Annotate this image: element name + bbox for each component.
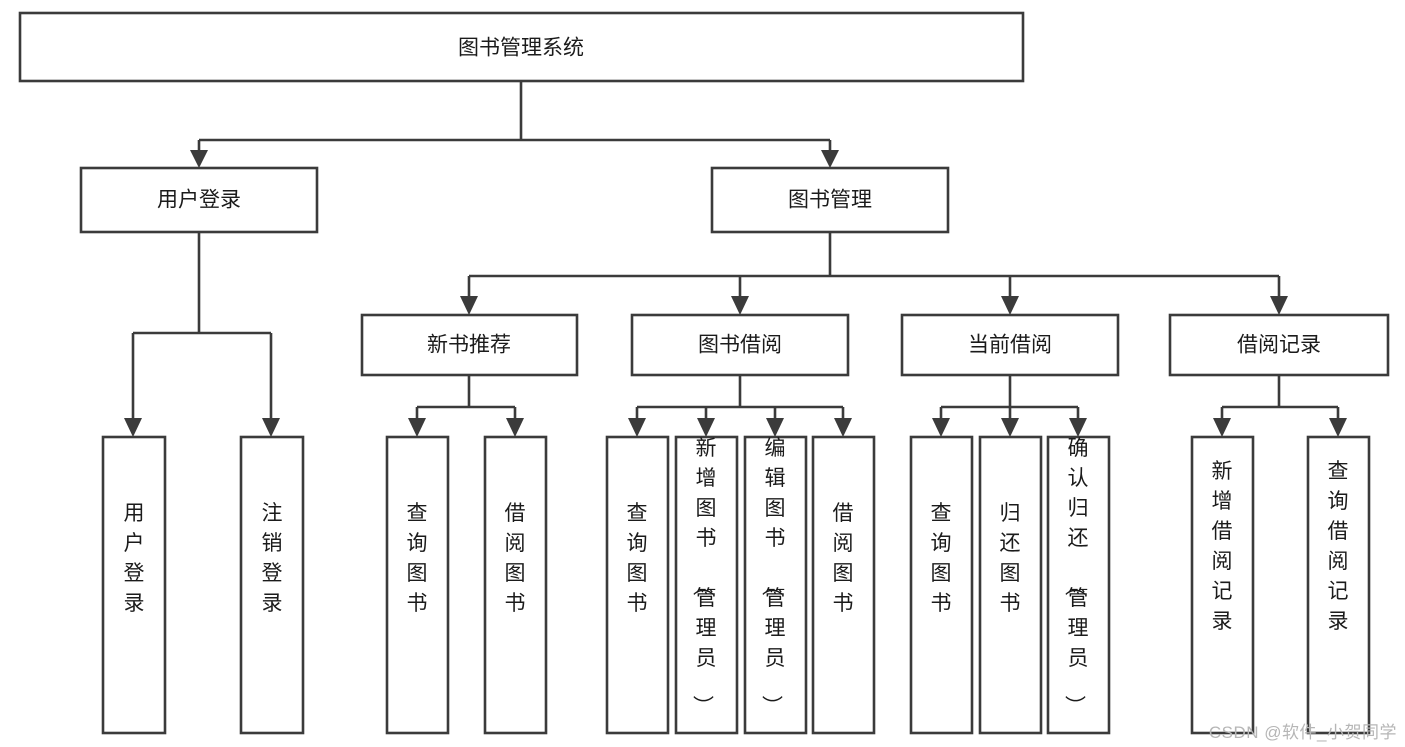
leaf-current-borrow-0-label: 查询图书	[931, 502, 952, 615]
node-book-borrow-label: 图书借阅	[698, 334, 782, 357]
leaf-borrow-records-1-box[interactable]	[1306, 435, 1371, 735]
watermark-credit: CSDN @软件_小贺同学	[1208, 723, 1397, 742]
node-borrow-records-box[interactable]	[1168, 313, 1390, 377]
leaf-book-borrow-0[interactable]: 查询图书	[605, 435, 670, 735]
arrow-head-book-borrow-leaf-3	[834, 418, 852, 437]
leaf-user-login-1[interactable]: 注销登录	[239, 435, 305, 735]
leaf-current-borrow-0-box[interactable]	[909, 435, 974, 735]
node-user-login-box[interactable]	[79, 166, 319, 234]
node-new-book-recommend-label: 新书推荐	[427, 334, 511, 357]
leaf-book-borrow-1-label: 新增图书（管理员）	[691, 437, 717, 716]
arrow-head-current-borrow-leaf-0	[932, 418, 950, 437]
node-user-login[interactable]: 用户登录	[79, 166, 319, 234]
leaf-new-book-recommend-1-box[interactable]	[483, 435, 548, 735]
leaf-book-borrow-3-box[interactable]	[811, 435, 876, 735]
node-root-box[interactable]	[18, 11, 1025, 83]
node-book-borrow[interactable]: 图书借阅	[630, 313, 850, 377]
arrow-head-book-borrow-leaf-0	[628, 418, 646, 437]
leaf-book-borrow-2-label: 编辑图书（管理员）	[760, 437, 786, 716]
node-root-book-management-system[interactable]: 图书管理系统	[18, 11, 1025, 83]
node-book-management[interactable]: 图书管理	[710, 166, 950, 234]
leaf-new-book-recommend-1-label: 借阅图书	[505, 502, 526, 615]
leaf-user-login-0-label: 用户登录	[124, 502, 145, 615]
leaf-new-book-recommend-0-box[interactable]	[385, 435, 450, 735]
connector-layer	[124, 81, 1347, 437]
leaf-user-login-1-label: 注销登录	[262, 502, 283, 615]
leaf-borrow-records-1-label: 查询借阅记录	[1328, 460, 1349, 633]
node-new-book-recommend-box[interactable]	[360, 313, 579, 377]
node-book-management-label: 图书管理	[788, 189, 872, 212]
arrow-head-book-borrow-leaf-1	[697, 418, 715, 437]
leaf-new-book-recommend-0-label: 查询图书	[407, 502, 428, 615]
node-current-borrow-box[interactable]	[900, 313, 1120, 377]
leaf-current-borrow-1-box[interactable]	[978, 435, 1043, 735]
leaf-user-login-0-box[interactable]	[101, 435, 167, 735]
arrow-head-book-mgmt	[821, 150, 839, 168]
node-current-borrow-label: 当前借阅	[968, 334, 1052, 357]
arrow-head-current-borrow	[1001, 296, 1019, 315]
leaf-current-borrow-2[interactable]: 确认归还（管理员）	[1046, 435, 1111, 735]
node-borrow-records-label: 借阅记录	[1237, 334, 1321, 357]
leaf-new-book-recommend-1[interactable]: 借阅图书	[483, 435, 548, 735]
leaf-current-borrow-2-label: 确认归还（管理员）	[1063, 437, 1089, 716]
leaf-book-borrow-1-box[interactable]	[674, 435, 739, 735]
node-borrow-records[interactable]: 借阅记录	[1168, 313, 1390, 377]
arrow-head-new-book-leaf-1	[506, 418, 524, 437]
node-current-borrow[interactable]: 当前借阅	[900, 313, 1120, 377]
leaf-current-borrow-1[interactable]: 归还图书	[978, 435, 1043, 735]
leaf-new-book-recommend-0[interactable]: 查询图书	[385, 435, 450, 735]
arrow-head-current-borrow-leaf-1	[1001, 418, 1019, 437]
leaf-user-login-0[interactable]: 用户登录	[101, 435, 167, 735]
arrow-head-book-borrow	[731, 296, 749, 315]
arrow-head-borrow-records-leaf-1	[1329, 418, 1347, 437]
arrow-head-user-login	[190, 150, 208, 168]
leaf-borrow-records-1[interactable]: 查询借阅记录	[1306, 435, 1371, 735]
arrow-head-user-login-leaf-1	[262, 418, 280, 437]
arrow-head-borrow-records-leaf-0	[1213, 418, 1231, 437]
leaf-current-borrow-2-box[interactable]	[1046, 435, 1111, 735]
leaf-book-borrow-2[interactable]: 编辑图书（管理员）	[743, 435, 808, 735]
arrow-head-user-login-leaf-0	[124, 418, 142, 437]
arrow-head-new-book	[460, 296, 478, 315]
leaf-current-borrow-1-label: 归还图书	[1000, 502, 1021, 615]
leaf-borrow-records-0[interactable]: 新增借阅记录	[1190, 435, 1255, 735]
node-new-book-recommend[interactable]: 新书推荐	[360, 313, 579, 377]
arrow-head-borrow-records	[1270, 296, 1288, 315]
leaf-book-borrow-3-label: 借阅图书	[833, 502, 854, 615]
node-book-management-box[interactable]	[710, 166, 950, 234]
node-user-login-label: 用户登录	[157, 189, 241, 212]
leaf-book-borrow-1[interactable]: 新增图书（管理员）	[674, 435, 739, 735]
node-root-label: 图书管理系统	[458, 37, 584, 60]
arrow-head-current-borrow-leaf-2	[1069, 418, 1087, 437]
node-book-borrow-box[interactable]	[630, 313, 850, 377]
leaf-book-borrow-0-box[interactable]	[605, 435, 670, 735]
arrow-head-new-book-leaf-0	[408, 418, 426, 437]
leaf-borrow-records-0-label: 新增借阅记录	[1212, 460, 1233, 633]
leaf-book-borrow-3[interactable]: 借阅图书	[811, 435, 876, 735]
leaf-borrow-records-0-box[interactable]	[1190, 435, 1255, 735]
leaf-book-borrow-2-box[interactable]	[743, 435, 808, 735]
leaf-user-login-1-box[interactable]	[239, 435, 305, 735]
arrow-head-book-borrow-leaf-2	[766, 418, 784, 437]
leaf-book-borrow-0-label: 查询图书	[627, 502, 648, 615]
leaf-current-borrow-0[interactable]: 查询图书	[909, 435, 974, 735]
